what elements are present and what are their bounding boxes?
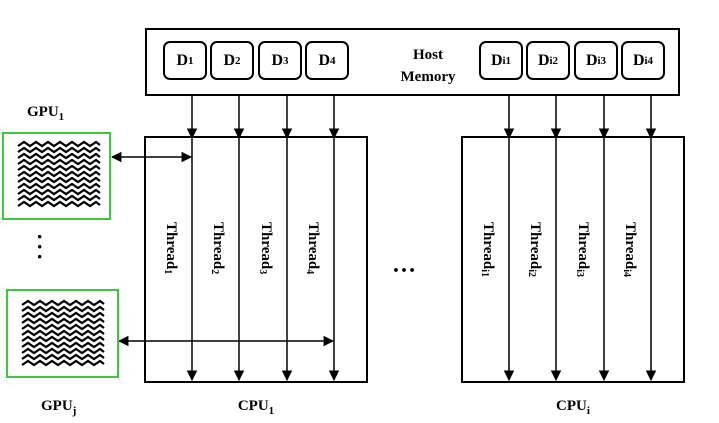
cpui-box bbox=[461, 136, 685, 383]
data-block-label: D bbox=[176, 51, 189, 69]
gpuj-box bbox=[6, 289, 119, 378]
thread-label-i1: Threadi1 bbox=[479, 222, 496, 278]
data-block-label: D bbox=[223, 51, 236, 69]
gpuj-title: GPUj bbox=[41, 398, 77, 417]
data-block-label: D bbox=[490, 51, 503, 69]
data-block-sub: i1 bbox=[502, 54, 512, 67]
thread-label-i3: Threadi3 bbox=[574, 222, 591, 278]
data-block-label: D bbox=[318, 51, 331, 69]
gpu1-box bbox=[2, 132, 111, 220]
cpu1-title: CPU1 bbox=[237, 398, 275, 417]
gpuj-chip-icon bbox=[21, 299, 105, 367]
data-block-sub: 3 bbox=[283, 54, 289, 67]
host-label-line2: Memory bbox=[400, 69, 456, 85]
gpu1-chip-icon bbox=[17, 140, 101, 208]
thread-label-4: Thread4 bbox=[304, 222, 321, 275]
thread-label-2: Thread2 bbox=[209, 222, 226, 275]
data-block-sub: 4 bbox=[330, 54, 336, 67]
data-block-label: D bbox=[585, 51, 598, 69]
thread-label-1: Thread1 bbox=[162, 222, 179, 275]
cpu1-box bbox=[144, 136, 368, 383]
gpu1-title: GPU1 bbox=[27, 104, 65, 123]
data-block-sub: i2 bbox=[549, 54, 559, 67]
data-block-sub: 1 bbox=[188, 54, 194, 67]
host-memory-label: Host Memory bbox=[383, 44, 473, 88]
data-block-sub: i3 bbox=[597, 54, 607, 67]
gpu-vertical-ellipsis: ··· bbox=[36, 224, 44, 269]
data-block-label: D bbox=[537, 51, 550, 69]
host-label-line1: Host bbox=[413, 47, 443, 63]
cpu-ellipsis: … bbox=[392, 252, 419, 278]
thread-label-i4: Threadi4 bbox=[621, 222, 638, 278]
data-block-sub: i4 bbox=[644, 54, 654, 67]
thread-label-3: Thread3 bbox=[257, 222, 274, 275]
thread-label-i2: Threadi2 bbox=[526, 222, 543, 278]
data-block-label: D bbox=[271, 51, 284, 69]
data-block-label: D bbox=[632, 51, 645, 69]
cpui-title: CPUi bbox=[556, 398, 590, 417]
data-block-sub: 2 bbox=[235, 54, 241, 67]
